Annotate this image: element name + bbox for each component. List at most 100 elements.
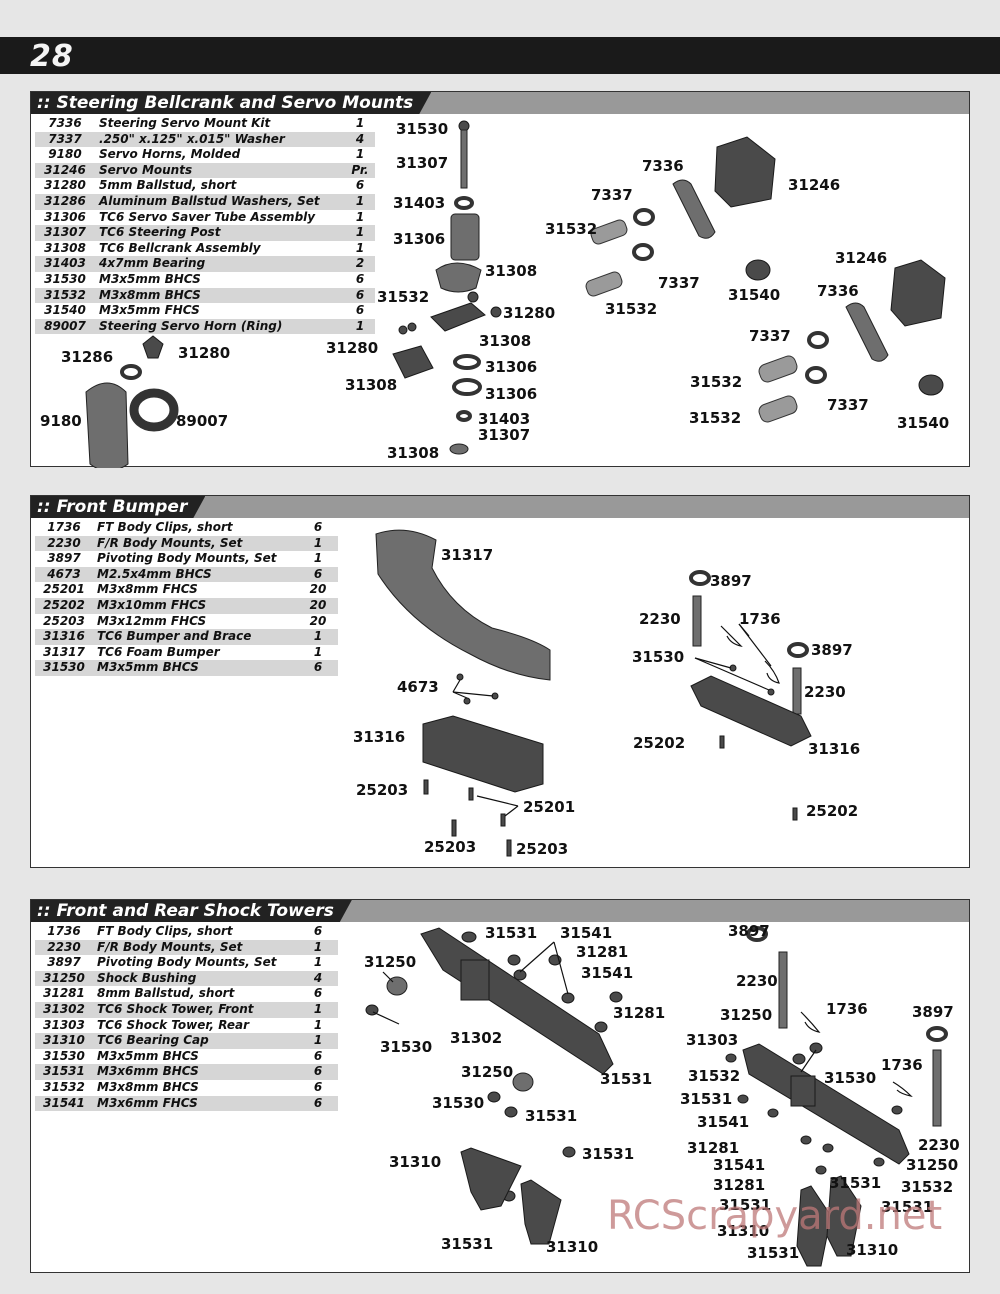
screw-31541-d	[822, 1143, 834, 1153]
part-quantity: 6	[313, 1079, 323, 1094]
callout: 31532	[689, 409, 742, 427]
callout: 25202	[633, 734, 686, 752]
callout: 31531	[747, 1244, 800, 1262]
part-description: TC6 Steering Post	[95, 225, 345, 241]
bearing-31403-b	[456, 410, 472, 422]
callout: 31541	[713, 1156, 766, 1174]
body-mount-2230-a	[778, 951, 788, 1029]
bearing-cap-31310-b	[520, 1179, 562, 1245]
part-description: M3x6mm BHCS	[93, 1064, 298, 1080]
callout: 25201	[523, 798, 576, 816]
callout: 31532	[901, 1178, 954, 1196]
parts-row: 3897 Pivoting Body Mounts, Set 1	[35, 551, 338, 567]
body-clip-1736-a	[720, 625, 743, 647]
part-description: 4x7mm Bearing	[95, 256, 345, 272]
exploded-diagram-bumper	[375, 529, 812, 857]
leader-line	[738, 623, 772, 667]
callout: 7337	[591, 186, 633, 204]
part-number: 1736	[47, 924, 81, 938]
part-description: M2.5x4mm BHCS	[93, 566, 298, 583]
part-description: M3x5mm BHCS	[99, 271, 201, 286]
body-clip-1736-a	[800, 1011, 821, 1033]
part-number: 31250	[35, 970, 93, 987]
part-number: 7337	[35, 131, 95, 148]
part-number: 31317	[43, 644, 85, 659]
part-description: Pivoting Body Mounts, Set	[97, 551, 277, 566]
callout: 31532	[545, 220, 598, 238]
callout: 31316	[353, 728, 406, 746]
servo-mount-plate-7336-b	[845, 302, 889, 362]
body-clip-1736-b	[764, 660, 780, 684]
part-quantity: 6	[355, 178, 365, 193]
callout: 31250	[364, 953, 417, 971]
page-header: 28	[0, 37, 1000, 74]
callout: 31531	[485, 924, 538, 942]
part-number: 31303	[43, 1017, 85, 1032]
screw-25201-b	[500, 813, 506, 827]
callout: 31531	[582, 1145, 635, 1163]
part-number: 31308	[44, 240, 86, 255]
callout: 25203	[516, 840, 569, 858]
callout: 31306	[485, 385, 538, 403]
callout: 31310	[717, 1222, 770, 1240]
part-number: 2230	[35, 939, 93, 956]
part-number: 25202	[35, 597, 93, 614]
part-description: TC6 Bellcrank Assembly	[99, 240, 261, 255]
part-number: 31531	[35, 1064, 93, 1080]
part-quantity: 1	[298, 939, 338, 956]
part-number: 31306	[44, 209, 86, 224]
pivot-mount-3897-b	[926, 1026, 948, 1042]
part-number: 3897	[47, 551, 81, 566]
ballstud-31281-c	[609, 991, 623, 1003]
bearing-cap-31310-d	[826, 1175, 862, 1257]
part-number: 31302	[35, 1001, 93, 1018]
drag-link-31308	[392, 345, 434, 379]
callout: 31540	[897, 414, 950, 432]
part-quantity: 6	[298, 1095, 338, 1112]
leader-line	[694, 657, 732, 669]
section-title-bar: :: Steering Bellcrank and Servo Mounts	[31, 92, 969, 114]
part-number: 31280	[44, 178, 86, 193]
screw-31250-d	[891, 1105, 903, 1115]
part-description: Servo Mounts	[95, 162, 345, 179]
body-mount-2230-a	[692, 595, 702, 647]
rear-shock-tower-31303	[742, 1043, 910, 1165]
callout: 31281	[713, 1176, 766, 1194]
bumper-brace-31316	[422, 715, 544, 793]
screw-25202-b	[792, 807, 798, 821]
callout: 31531	[680, 1090, 733, 1108]
screw-31531-c	[504, 1106, 518, 1118]
part-quantity: 4	[345, 131, 375, 148]
callout: 31306	[485, 358, 538, 376]
part-number: 31403	[35, 256, 95, 272]
part-number: 7336	[48, 116, 82, 130]
callout: 31246	[788, 176, 841, 194]
screw-31532-a	[725, 1053, 737, 1063]
part-quantity: 2	[345, 256, 375, 272]
part-quantity: 1	[313, 1017, 323, 1032]
callout: 31316	[808, 740, 861, 758]
part-description: Steering Servo Horn (Ring)	[95, 318, 345, 335]
part-description: M3x8mm BHCS	[95, 287, 345, 304]
part-quantity: 1	[313, 551, 323, 566]
callout: 31302	[450, 1029, 503, 1047]
washer-7337-a	[633, 208, 655, 226]
callout: 31531	[600, 1070, 653, 1088]
exploded-diagram-steering	[85, 120, 946, 468]
nut-31308	[449, 443, 469, 455]
part-description: M3x10mm FHCS	[93, 597, 298, 614]
callout: 31250	[461, 1063, 514, 1081]
callout: 31530	[432, 1094, 485, 1112]
screw-31541-a	[513, 969, 527, 981]
part-quantity: 20	[309, 582, 327, 597]
